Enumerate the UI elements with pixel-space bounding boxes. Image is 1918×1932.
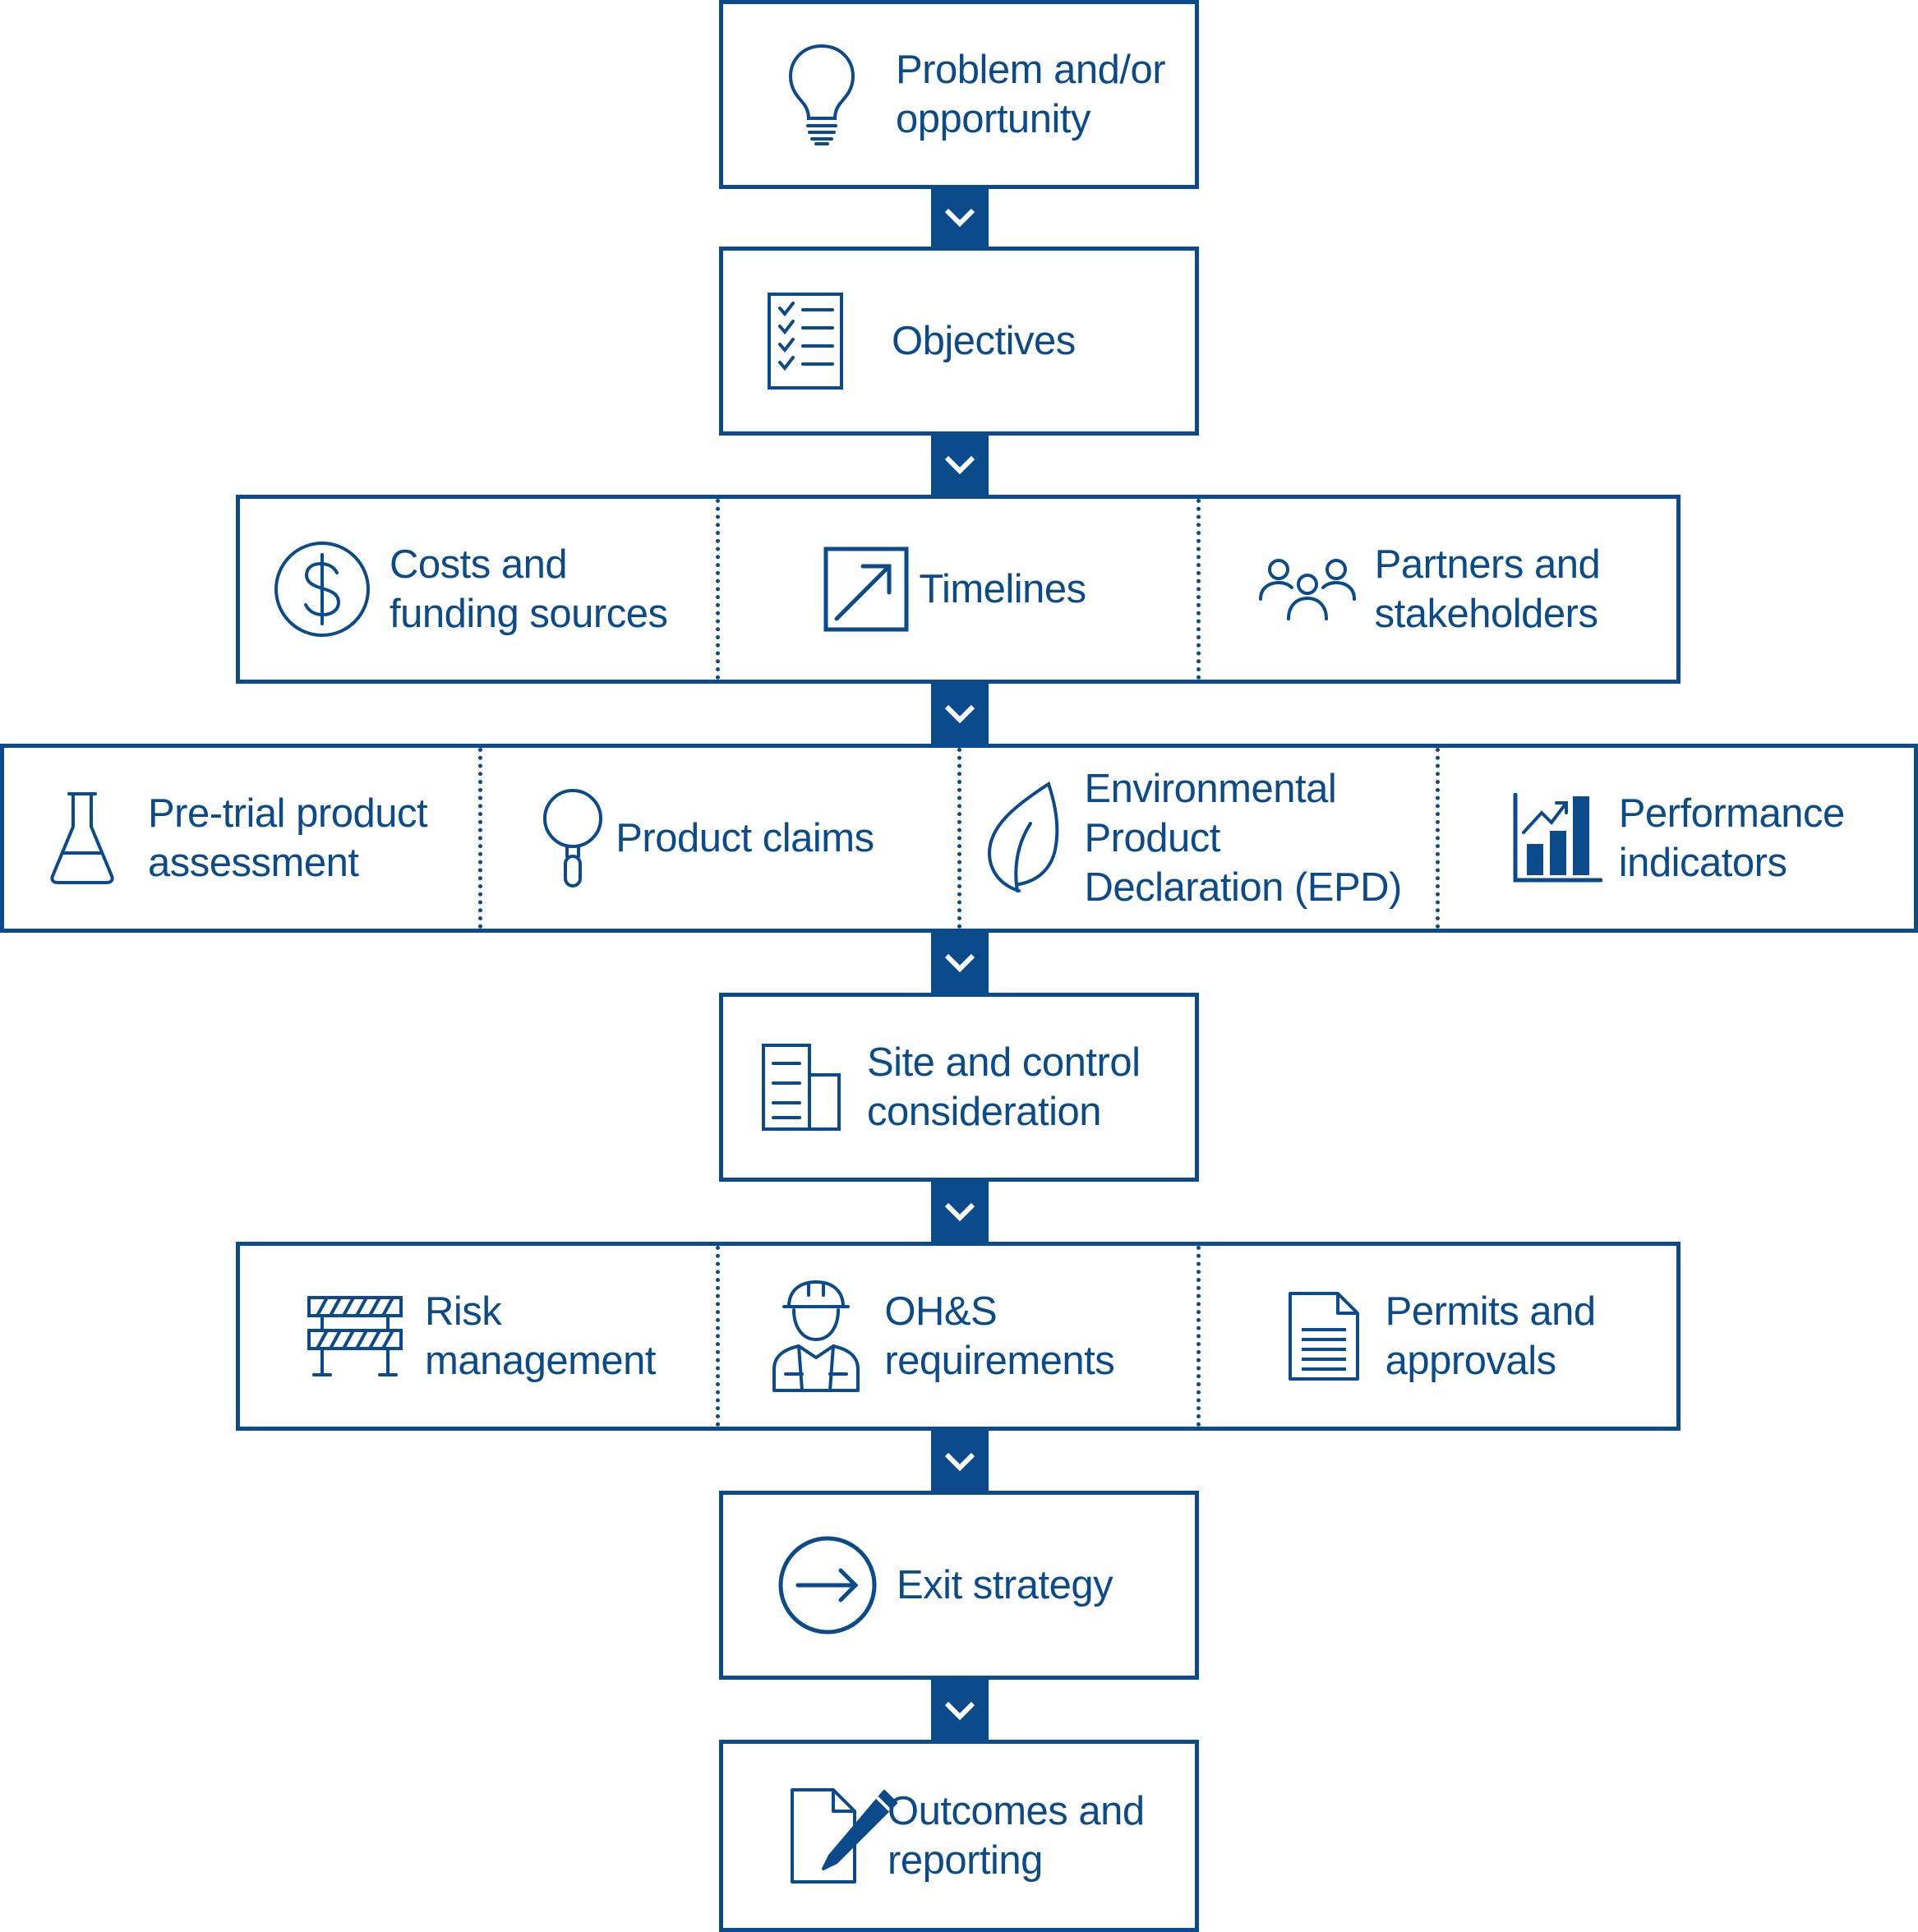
- step-outcomes-reporting: Outcomes and reporting: [719, 1740, 1199, 1932]
- connector-2: [931, 429, 989, 500]
- step-cell: Outcomes and reporting: [723, 1744, 1195, 1928]
- checklist-icon: [760, 292, 851, 390]
- step-item-label: Risk management: [425, 1289, 657, 1383]
- worker-hardhat-icon: [771, 1279, 861, 1394]
- step-compliance: Risk management OH&S requirements: [236, 1242, 1681, 1431]
- step-item-label: Permits and approvals: [1385, 1289, 1596, 1383]
- step-product-evaluation: Pre-trial product assessment Product cla…: [0, 744, 1918, 933]
- step-cell: Exit strategy: [723, 1495, 1195, 1676]
- pen-document-icon: [789, 1787, 904, 1885]
- step-item-label: Costs and funding sources: [390, 542, 668, 636]
- step-item-label: Timelines: [919, 567, 1086, 611]
- people-group-icon: [1258, 556, 1357, 622]
- arrow-circle-icon: [777, 1534, 878, 1636]
- dollar-circle-icon: [273, 540, 371, 639]
- chevron-down-icon: [944, 1701, 975, 1721]
- chevron-down-icon: [944, 953, 975, 973]
- step-objectives: Objectives: [719, 247, 1199, 436]
- step-item-costs: Costs and funding sources: [240, 499, 716, 680]
- step-site-control: Site and control consideration: [719, 993, 1199, 1182]
- step-item-label: Product claims: [616, 816, 874, 860]
- step-item-label: Environmental Product Declaration (EPD): [1084, 767, 1403, 910]
- step-label: Problem and/or opportunity: [896, 48, 1166, 141]
- step-item-ohs: OH&S requirements: [716, 1246, 1196, 1427]
- step-cell: Site and control consideration: [723, 997, 1195, 1178]
- step-exit-strategy: Exit strategy: [719, 1491, 1199, 1680]
- connector-6: [931, 1426, 989, 1496]
- step-label: Exit strategy: [897, 1563, 1113, 1607]
- step-label: Objectives: [892, 319, 1076, 363]
- step-planning-factors: Costs and funding sources Timelines Part…: [236, 495, 1681, 684]
- chevron-down-icon: [944, 455, 975, 475]
- connector-1: [931, 182, 989, 251]
- step-item-partners: Partners and stakeholders: [1196, 499, 1676, 680]
- step-item-permits: Permits and approvals: [1196, 1246, 1676, 1427]
- step-label: Outcomes and reporting: [888, 1789, 1145, 1883]
- magnifier-icon: [540, 787, 606, 889]
- barrier-icon: [306, 1294, 404, 1378]
- connector-3: [931, 678, 989, 749]
- bar-chart-icon: [1512, 793, 1602, 883]
- step-item-risk: Risk management: [240, 1246, 716, 1427]
- step-item-timelines: Timelines: [716, 499, 1196, 680]
- chevron-down-icon: [944, 1202, 975, 1222]
- buildings-icon: [760, 1042, 842, 1132]
- step-item-label: Pre-trial product assessment: [148, 791, 428, 885]
- connector-7: [931, 1675, 989, 1745]
- lightbulb-icon: [760, 41, 883, 148]
- connector-5: [931, 1176, 989, 1247]
- leaf-icon: [986, 781, 1060, 896]
- step-item-label: OH&S requirements: [884, 1289, 1115, 1383]
- step-problem-opportunity: Problem and/or opportunity: [719, 0, 1199, 189]
- chevron-down-icon: [944, 1452, 975, 1472]
- step-item-pretrial: Pre-trial product assessment: [4, 748, 478, 929]
- chevron-down-icon: [944, 208, 975, 227]
- step-item-label: Performance indicators: [1618, 791, 1846, 885]
- step-item-claims: Product claims: [478, 748, 957, 929]
- step-item-epd: Environmental Product Declaration (EPD): [957, 748, 1436, 929]
- document-icon: [1287, 1290, 1361, 1382]
- flask-icon: [49, 791, 115, 886]
- arrow-up-right-square-icon: [823, 546, 909, 632]
- step-cell: Problem and/or opportunity: [723, 4, 1195, 185]
- step-label: Site and control consideration: [867, 1040, 1141, 1134]
- step-item-performance: Performance indicators: [1435, 748, 1914, 929]
- connector-4: [931, 927, 989, 998]
- step-item-label: Partners and stakeholders: [1374, 542, 1601, 636]
- step-cell: Objectives: [723, 251, 1195, 431]
- chevron-down-icon: [944, 704, 975, 724]
